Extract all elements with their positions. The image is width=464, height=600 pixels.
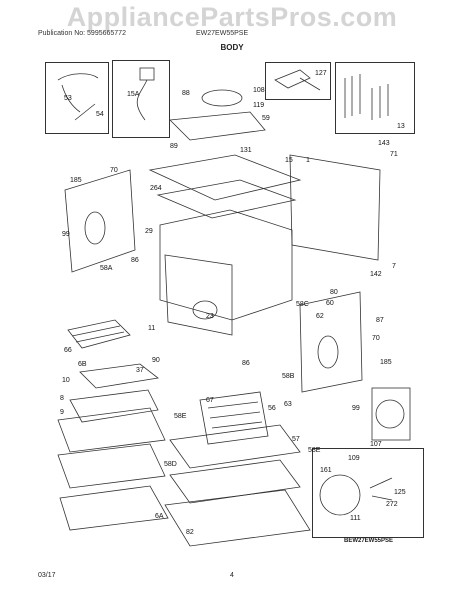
- part-label: 89: [170, 143, 178, 150]
- right-side-panel: [299, 291, 363, 393]
- rear-panel-drawing: [289, 154, 381, 261]
- part-label: 37: [136, 367, 144, 374]
- sensor-drawing: [139, 67, 155, 81]
- watermark: AppliancePartsPros.com: [66, 2, 398, 32]
- part-label: 11: [148, 325, 155, 332]
- inset-box-sensor: [112, 60, 170, 138]
- part-label: 127: [315, 70, 327, 77]
- part-label: 7: [392, 263, 396, 270]
- part-label: 58D: [164, 461, 177, 468]
- part-label: 9: [60, 409, 64, 416]
- part-label: 111: [350, 515, 361, 522]
- rack-guide-drawing: [344, 74, 389, 120]
- part-label: 185: [380, 359, 392, 366]
- part-label: 82: [186, 529, 194, 536]
- part-label: 109: [348, 455, 360, 462]
- part-label: 80: [330, 289, 338, 296]
- broil-element-drawing: [67, 319, 131, 349]
- part-label: 53: [64, 95, 72, 102]
- part-label: 57: [292, 436, 300, 443]
- bake-element-drawing: [199, 391, 269, 445]
- part-label: 88: [182, 90, 190, 97]
- part-label: 62: [316, 313, 324, 320]
- part-label: 58A: [100, 265, 113, 272]
- part-label: 143: [378, 140, 390, 147]
- oven-cavity-drawing: [159, 209, 293, 321]
- part-label: 8: [60, 395, 64, 402]
- part-label: 161: [320, 467, 332, 474]
- part-label: 67: [206, 397, 214, 404]
- oven-rack-drawing: [79, 363, 159, 389]
- part-label: 99: [352, 405, 360, 412]
- part-label: 70: [372, 335, 380, 342]
- part-label: 1: [306, 157, 310, 164]
- part-label: 99: [62, 231, 70, 238]
- part-label: 54: [96, 111, 104, 118]
- part-label: 58C: [296, 301, 309, 308]
- part-label: 59: [262, 115, 270, 122]
- part-label: 6B: [78, 361, 87, 368]
- footer-date: 03/17: [38, 572, 56, 579]
- part-label: 63: [284, 401, 292, 408]
- motor-drawing: [201, 89, 243, 107]
- inset-box-fan: [312, 448, 424, 538]
- part-label: 71: [390, 151, 398, 158]
- left-side-panel: [64, 169, 136, 273]
- part-label: 86: [242, 360, 250, 367]
- part-label: 66: [64, 347, 72, 354]
- top-panel-drawing: [148, 154, 302, 201]
- page-number: 4: [230, 572, 234, 579]
- part-label: 23: [206, 313, 214, 320]
- part-label: 60: [326, 300, 334, 307]
- part-label: 15: [285, 157, 293, 164]
- inset-box-racks: [335, 62, 415, 134]
- part-label: 58E: [174, 413, 187, 420]
- part-label: 90: [152, 357, 160, 364]
- part-label: 56: [268, 405, 276, 412]
- wire-harness-drawing: [57, 73, 99, 121]
- part-label: 15A: [127, 91, 140, 98]
- bottom-panel-drawing: [164, 489, 311, 547]
- part-label: 58B: [282, 373, 295, 380]
- convection-fan-drawing: [371, 387, 411, 441]
- part-label: 86: [131, 257, 139, 264]
- part-label: 58E: [308, 447, 321, 454]
- publication-number: Publication No: 5995665772: [38, 30, 126, 37]
- part-label: 108: [253, 87, 265, 94]
- diagram-code: BEW27EW55PSE: [344, 538, 394, 544]
- part-label: 125: [394, 489, 406, 496]
- part-label: 119: [253, 102, 264, 109]
- part-label: 142: [370, 271, 382, 278]
- part-label: 264: [150, 185, 162, 192]
- part-label: 70: [110, 167, 118, 174]
- part-label: 185: [70, 177, 82, 184]
- part-label: 272: [386, 501, 398, 508]
- part-label: 6A: [155, 513, 164, 520]
- part-label: 29: [145, 228, 153, 235]
- part-label: 131: [240, 147, 252, 154]
- part-callouts: 53 54 15A 88 108 119 59 127 13 143 71 89…: [60, 70, 406, 536]
- part-label: 13: [397, 123, 405, 130]
- section-title: BODY: [220, 43, 244, 52]
- part-label: 107: [370, 441, 382, 448]
- part-label: 10: [62, 377, 70, 384]
- part-label: 87: [376, 317, 384, 324]
- model-number: EW27EW55PSE: [196, 30, 249, 37]
